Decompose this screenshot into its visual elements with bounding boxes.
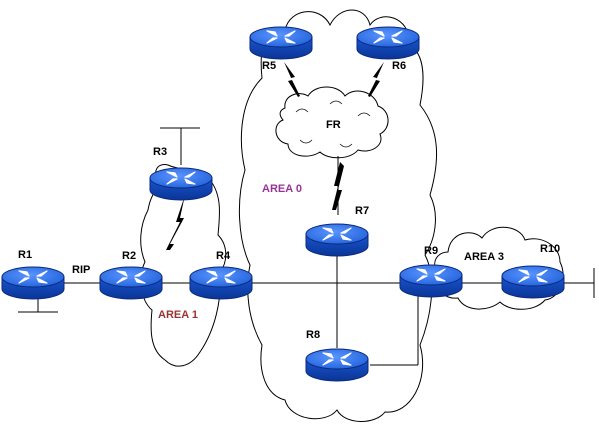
area-0-label: AREA 0: [262, 183, 302, 195]
router-r2-icon: [99, 266, 163, 300]
router-r4-icon: [189, 266, 253, 300]
router-r6-icon: [356, 26, 420, 60]
router-label-r4: R4: [216, 250, 231, 262]
router-label-r9: R9: [424, 245, 438, 257]
fr-label: FR: [326, 119, 341, 131]
router-r3-icon: [149, 167, 213, 201]
router-label-r8: R8: [306, 329, 320, 341]
router-label-r5: R5: [262, 60, 276, 72]
fr-cloud: [275, 86, 389, 159]
serial-bolt-r5-fr: [284, 62, 300, 97]
router-r9-icon: [399, 264, 463, 298]
router-label-r1: R1: [18, 249, 32, 261]
router-r10-icon: [501, 265, 565, 299]
routers-layer: [1, 26, 565, 382]
router-label-r7: R7: [355, 205, 369, 217]
router-label-r3: R3: [153, 146, 167, 158]
area-1-label: AREA 1: [158, 309, 198, 321]
serial-bolt-r6-fr: [368, 62, 384, 97]
area-3-label: AREA 3: [464, 251, 504, 263]
router-r7-icon: [305, 223, 369, 257]
router-r8-icon: [305, 348, 369, 382]
rip-label: RIP: [72, 264, 90, 276]
router-label-r6: R6: [392, 60, 406, 72]
router-r5-icon: [249, 26, 313, 60]
router-r1-icon: [1, 266, 65, 300]
router-label-r10: R10: [540, 243, 560, 255]
serial-bolt-fr-r7: [332, 162, 344, 210]
fr-cloud-texture: [295, 100, 371, 148]
router-label-r2: R2: [122, 250, 136, 262]
